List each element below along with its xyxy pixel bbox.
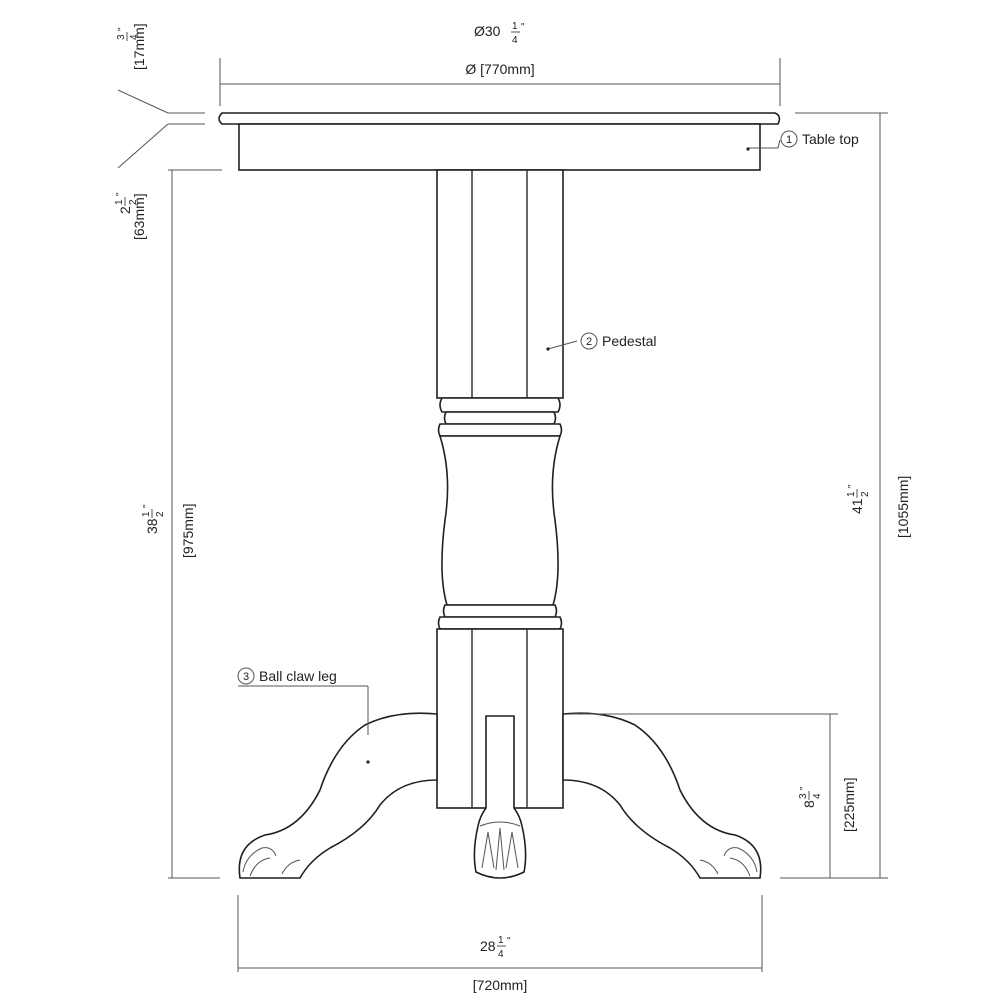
dim-base-to-apron-den: 2 — [155, 511, 166, 517]
dim-base-width-unit: " — [507, 936, 511, 947]
dim-leg-height-num: 3 — [798, 793, 809, 799]
part-label-2: 2 Pedestal — [580, 332, 656, 350]
part-name-2: Pedestal — [602, 333, 656, 349]
dim-base-width: 28 1 4 " [720mm] — [473, 935, 527, 993]
pedestal — [436, 169, 564, 809]
dim-total-height-whole: 41 — [849, 498, 865, 514]
dim-base-to-apron-unit: " — [142, 504, 153, 508]
dim-base-to-apron-whole: 38 — [144, 518, 160, 534]
dim-total-height-num: 1 — [846, 491, 857, 497]
dim-top-thickness: 3 4 " [17mm] — [116, 23, 147, 70]
dim-base-to-apron-metric: [975mm] — [180, 504, 196, 558]
dim-apron-height-metric: [63mm] — [131, 193, 147, 240]
dim-apron-height-unit: " — [115, 192, 126, 196]
dim-total-height-unit: " — [847, 484, 858, 488]
dim-top-thickness-num: 3 — [116, 34, 127, 40]
dim-apron-height-num: 1 — [114, 199, 125, 205]
dim-top-diameter: Ø30 1 4 " Ø [770mm] — [465, 21, 534, 77]
dim-base-width-num: 1 — [498, 935, 504, 946]
table-top — [218, 112, 781, 171]
ball-claw-legs — [238, 712, 762, 879]
dim-base-width-den: 4 — [498, 949, 504, 960]
part-number-3: 3 — [243, 671, 249, 683]
dim-top-diameter-unit: " — [521, 22, 525, 33]
dim-top-diameter-metric: Ø [770mm] — [465, 61, 534, 77]
dim-leg-height: 8 3 4 " [225mm] — [798, 778, 857, 832]
dim-base-width-whole: 28 — [480, 938, 496, 954]
dim-top-thickness-den: 4 — [129, 34, 140, 40]
dim-top-thickness-unit: " — [117, 27, 128, 31]
part-number-2: 2 — [586, 336, 592, 348]
part-label-3: 3 Ball claw leg — [237, 667, 337, 685]
dimension-lines — [117, 58, 888, 972]
dim-apron-height-whole: 2 — [117, 206, 133, 214]
dim-apron-height: 2 1 2 " [63mm] — [114, 192, 147, 240]
dim-top-diameter-num: 1 — [512, 21, 518, 32]
dim-leg-height-unit: " — [799, 786, 810, 790]
dim-total-height-den: 2 — [860, 491, 871, 497]
part-name-3: Ball claw leg — [259, 668, 337, 684]
callout-leaders — [238, 139, 781, 764]
dim-leg-height-den: 4 — [812, 793, 823, 799]
dim-top-thickness-metric: [17mm] — [131, 23, 147, 70]
dim-apron-height-den: 2 — [128, 199, 139, 205]
dim-base-to-apron-num: 1 — [141, 511, 152, 517]
dim-leg-height-metric: [225mm] — [841, 778, 857, 832]
dim-top-diameter-den: 4 — [512, 35, 518, 46]
dim-total-height-metric: [1055mm] — [895, 476, 911, 538]
part-number-1: 1 — [786, 134, 792, 146]
part-name-1: Table top — [802, 131, 859, 147]
dim-base-width-metric: [720mm] — [473, 977, 527, 993]
dim-leg-height-whole: 8 — [801, 800, 817, 808]
dim-base-to-apron: 38 1 2 " [975mm] — [141, 504, 196, 558]
dim-top-diameter-whole: Ø30 — [474, 23, 501, 39]
dim-total-height: 41 1 2 " [1055mm] — [846, 476, 911, 538]
part-label-1: 1 Table top — [780, 130, 859, 148]
